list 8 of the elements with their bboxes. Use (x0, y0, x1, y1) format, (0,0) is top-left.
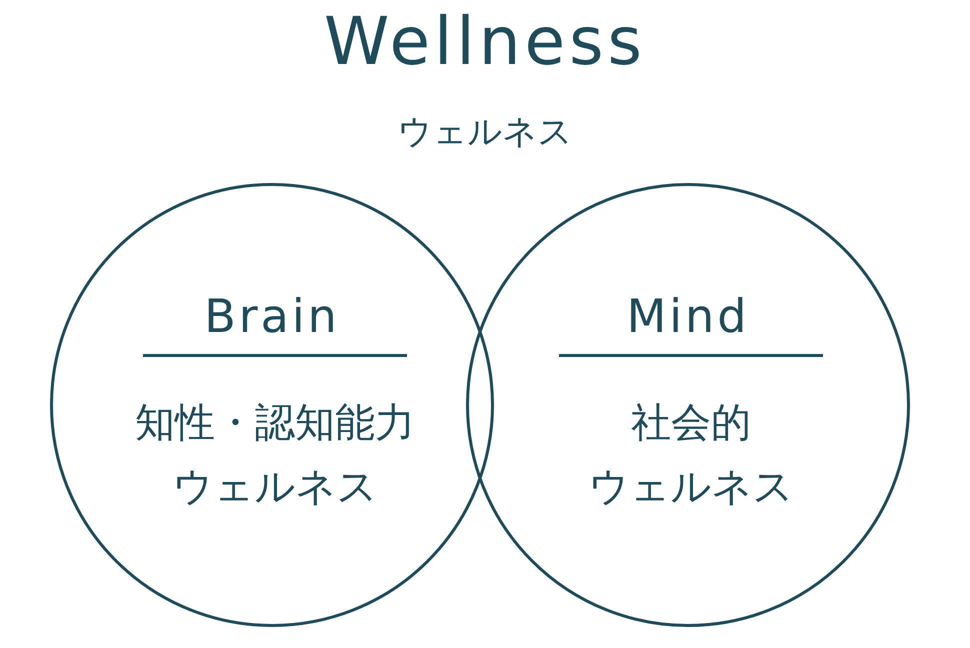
circle-text: 知性・認知能力ウェルネス (134, 399, 416, 512)
circle-heading: Mind (626, 288, 750, 345)
circle-text: 社会的ウェルネス (588, 399, 794, 512)
venn-circle (466, 183, 910, 627)
title: Wellness (323, 2, 647, 82)
subtitle: ウェルネス (396, 111, 574, 154)
venn-circle (50, 183, 494, 627)
circle-heading: Brain (203, 288, 341, 345)
